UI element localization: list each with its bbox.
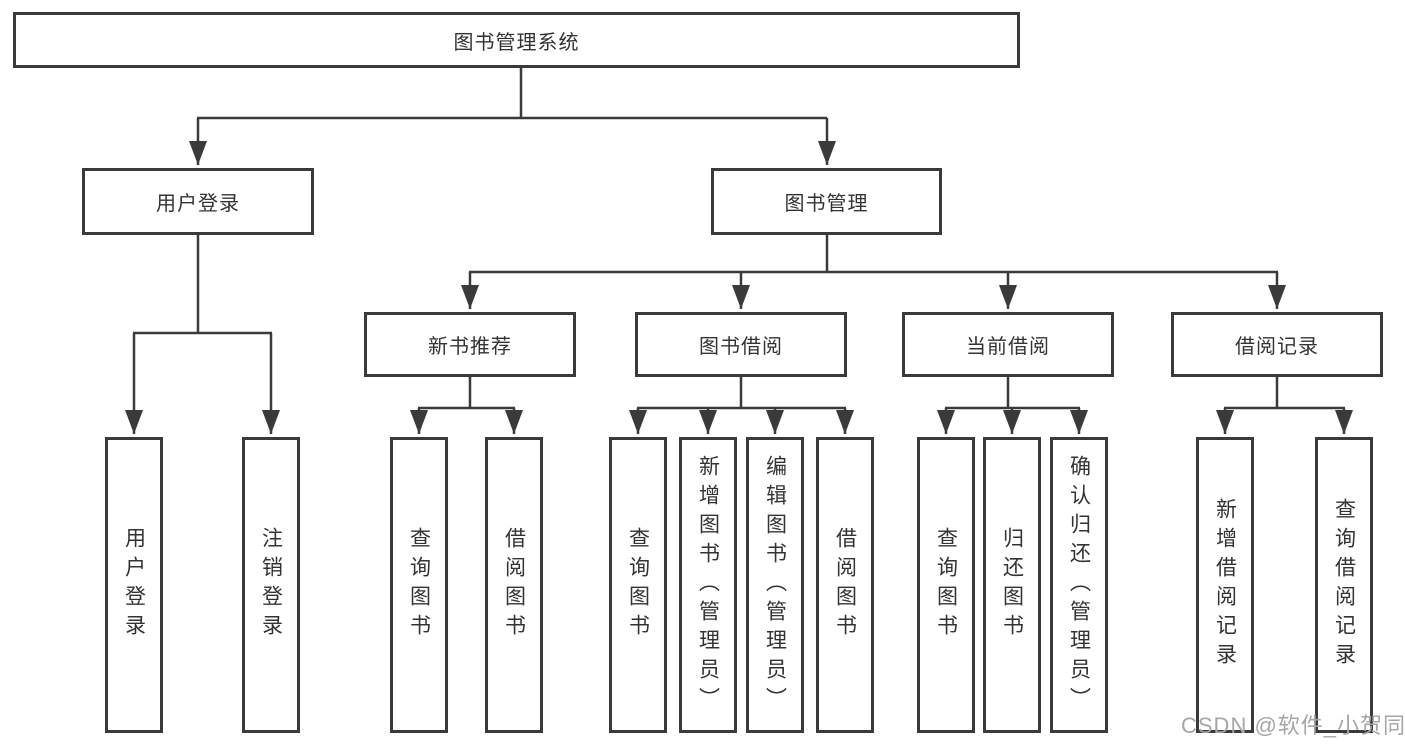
leaf-query-books-current: 查询图书 — [917, 437, 975, 733]
leaf-add-borrow-record: 新增借阅记录 — [1196, 437, 1254, 733]
node-current-borrowing: 当前借阅 — [902, 312, 1114, 377]
leaf-query-books-borrowing: 查询图书 — [609, 437, 667, 733]
node-library-system: 图书管理系统 — [13, 12, 1020, 68]
leaf-borrow-books-recommend: 借阅图书 — [485, 437, 543, 733]
node-user-login: 用户登录 — [82, 168, 314, 235]
leaf-query-books-recommend: 查询图书 — [390, 437, 448, 733]
leaf-logout: 注销登录 — [242, 437, 300, 733]
node-borrowing-records: 借阅记录 — [1171, 312, 1383, 377]
node-new-book-recommendation: 新书推荐 — [364, 312, 576, 377]
leaf-user-login: 用户登录 — [105, 437, 163, 733]
node-book-management: 图书管理 — [711, 168, 942, 235]
leaf-return-book: 归还图书 — [983, 437, 1041, 733]
leaf-confirm-return-admin: 确认归还（管理员） — [1050, 437, 1108, 733]
leaf-add-book-admin: 新增图书（管理员） — [679, 437, 737, 733]
node-book-borrowing: 图书借阅 — [635, 312, 847, 377]
leaf-edit-book-admin: 编辑图书（管理员） — [746, 437, 804, 733]
leaf-query-borrow-record: 查询借阅记录 — [1315, 437, 1373, 733]
leaf-borrow-books-borrowing: 借阅图书 — [816, 437, 874, 733]
